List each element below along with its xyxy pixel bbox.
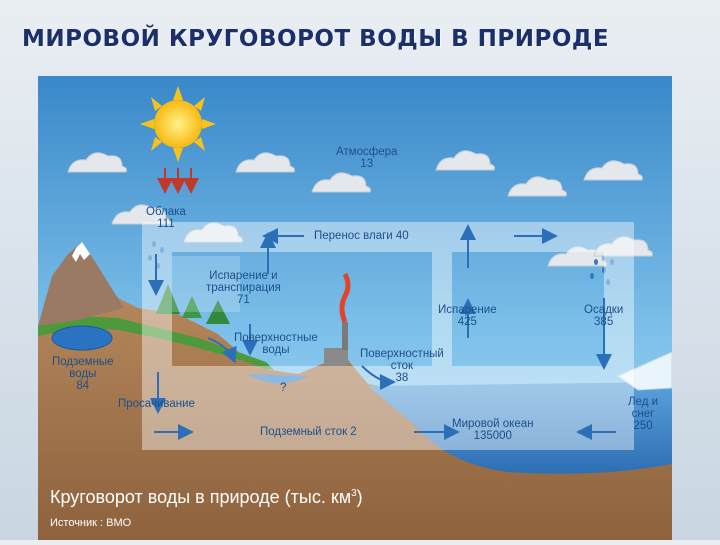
caption-text: Круговорот воды в природе (тыс. км bbox=[50, 487, 352, 507]
mountain-snow bbox=[72, 242, 90, 262]
diagram-caption: Круговорот воды в природе (тыс. км3) bbox=[50, 487, 363, 508]
trees bbox=[156, 284, 230, 324]
factory-icon bbox=[324, 272, 351, 366]
groundwater-runoff-label: Подземный сток 2 bbox=[260, 426, 357, 438]
groundwater-lake bbox=[51, 325, 113, 351]
surface-water-pond bbox=[248, 374, 308, 384]
infiltration-label: Просачивание bbox=[118, 398, 195, 410]
flow-arrows bbox=[148, 224, 616, 440]
solar-radiation-arrows bbox=[157, 168, 199, 194]
source-note: Источник : ВМО bbox=[50, 517, 132, 529]
atmosphere-label: Атмосфера 13 bbox=[336, 146, 397, 170]
precipitation-name: Осадки bbox=[584, 304, 624, 316]
mountain bbox=[38, 242, 124, 326]
clouds bbox=[67, 150, 653, 267]
slide-title: МИРОВОЙ КРУГОВОРОТ ВОДЫ В ПРИРОДЕ bbox=[22, 26, 610, 52]
ice-line2: снег bbox=[631, 408, 655, 420]
sun-icon bbox=[140, 86, 216, 162]
caption-close: ) bbox=[356, 487, 363, 507]
clouds-label: Облака 111 bbox=[146, 206, 186, 230]
surface-waters-value: ? bbox=[280, 382, 287, 394]
surface-runoff-line1: Поверхностный bbox=[360, 348, 444, 360]
evapotranspiration-line2: транспирация bbox=[206, 282, 281, 294]
ice-value: 250 bbox=[633, 420, 653, 432]
groundwater-value: 84 bbox=[76, 380, 90, 392]
rain-drops-right bbox=[590, 259, 614, 285]
clouds-name: Облака bbox=[146, 206, 186, 218]
evaporation-label: Испарение 425 bbox=[438, 304, 497, 328]
precipitation-label: Осадки 385 bbox=[584, 304, 623, 328]
ocean-label: Мировой океан 135000 bbox=[452, 418, 534, 442]
surface-waters-label: Поверхностные воды bbox=[234, 332, 318, 356]
ocean-name: Мировой океан bbox=[452, 418, 534, 430]
groundwater-line2: воды bbox=[69, 368, 97, 380]
surface-runoff-label: Поверхностный сток 38 bbox=[360, 348, 444, 384]
groundwater-label: Подземные воды 84 bbox=[52, 356, 114, 392]
cycle-frame bbox=[142, 222, 634, 450]
evapotranspiration-value: 71 bbox=[237, 294, 250, 306]
ocean-value: 135000 bbox=[473, 430, 512, 442]
evaporation-name: Испарение bbox=[438, 304, 497, 316]
atmosphere-name: Атмосфера bbox=[336, 146, 398, 158]
ice-snow-label: Лед и снег 250 bbox=[628, 396, 658, 432]
surface-waters-line2: воды bbox=[262, 344, 290, 356]
rain-drops-left bbox=[148, 241, 164, 269]
evaporation-value: 425 bbox=[457, 316, 477, 328]
surface-waters-line1: Поверхностные bbox=[234, 332, 318, 344]
surface-runoff-line2: сток bbox=[390, 360, 414, 372]
atmosphere-value: 13 bbox=[360, 158, 374, 170]
water-cycle-diagram: Атмосфера 13 Облака 111 Перенос влаги 40… bbox=[38, 76, 673, 540]
evapotranspiration-line1: Испарение и bbox=[209, 270, 278, 282]
surface-runoff-value: 38 bbox=[395, 372, 409, 384]
caption-superscript: 3 bbox=[351, 488, 357, 499]
evapotranspiration-label: Испарение и транспирация 71 bbox=[206, 270, 281, 306]
ocean bbox=[368, 382, 672, 474]
clouds-value: 111 bbox=[157, 218, 175, 230]
moisture-transfer-label: Перенос влаги 40 bbox=[314, 230, 409, 242]
groundwater-line1: Подземные bbox=[52, 356, 114, 368]
ice-line1: Лед и bbox=[628, 396, 659, 408]
precipitation-value: 385 bbox=[594, 316, 614, 328]
